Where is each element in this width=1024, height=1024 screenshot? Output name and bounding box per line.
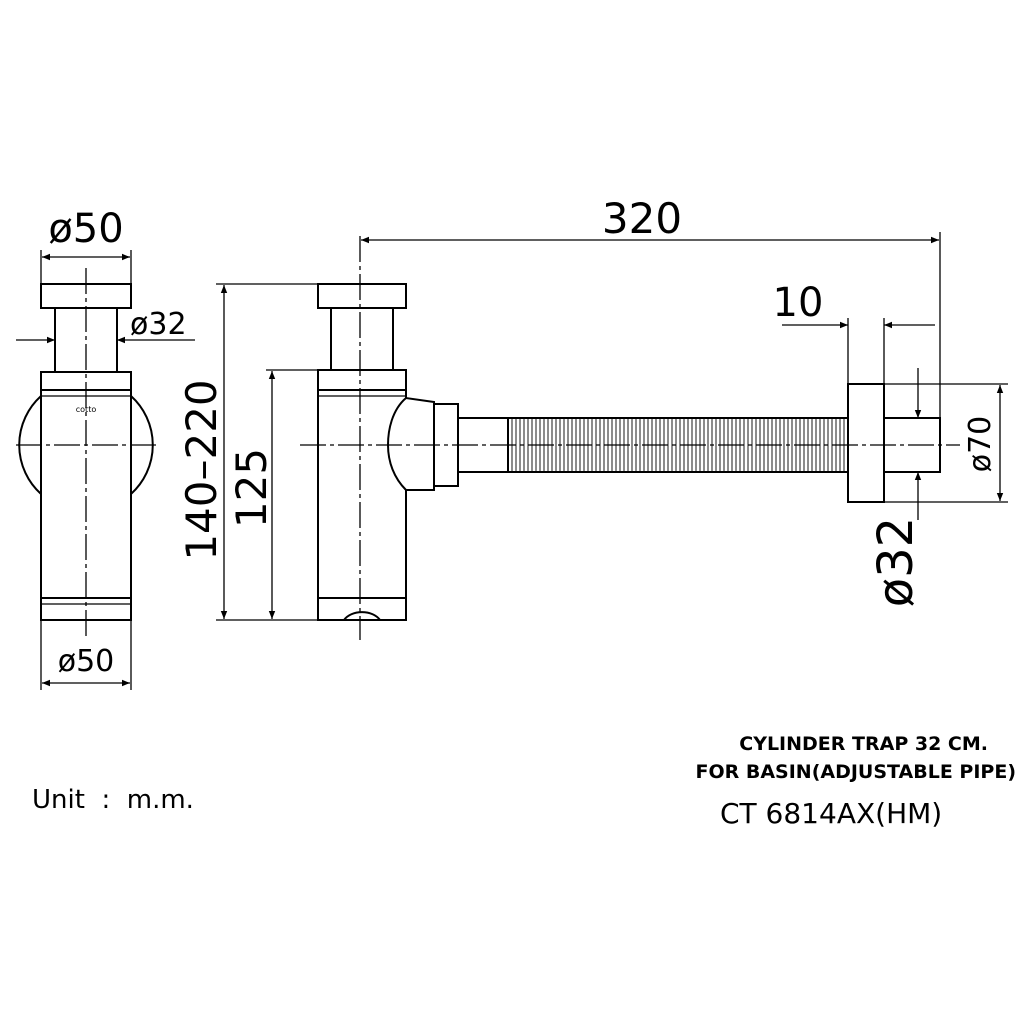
bottom-diameter-label: ø50	[58, 644, 115, 679]
wall-flange	[847, 383, 885, 503]
front-neck	[330, 307, 394, 371]
title-block: CYLINDER TRAP 32 CM. FOR BASIN(ADJUSTABL…	[695, 733, 1016, 830]
total-length-label: 320	[602, 194, 682, 243]
drain-arc	[343, 611, 381, 621]
title-line-2: FOR BASIN(ADJUSTABLE PIPE)	[695, 761, 1016, 783]
title-line-1: CYLINDER TRAP 32 CM.	[739, 733, 988, 755]
brand-mark: cotto	[76, 405, 97, 414]
model-number: CT 6814AX(HM)	[720, 797, 942, 830]
unit-note: Unit : m.m.	[32, 785, 194, 815]
front-collar	[317, 369, 407, 391]
flange-depth-label: 10	[773, 280, 824, 326]
side-view: cotto ø50 ø32 ø50	[16, 206, 195, 690]
front-top-cap	[317, 283, 407, 309]
outlet-diameter-label: ø32	[868, 517, 924, 607]
front-view: 320 10 ø70 ø32 140–220 125	[177, 194, 1008, 640]
pipe-diameter-label: ø32	[130, 307, 187, 342]
flange-diameter-label: ø70	[963, 416, 998, 473]
height-range-label: 140–220	[177, 379, 226, 560]
outlet-height-label: 125	[227, 448, 276, 528]
outlet-elbow	[386, 396, 435, 491]
top-diameter-label: ø50	[48, 206, 123, 252]
